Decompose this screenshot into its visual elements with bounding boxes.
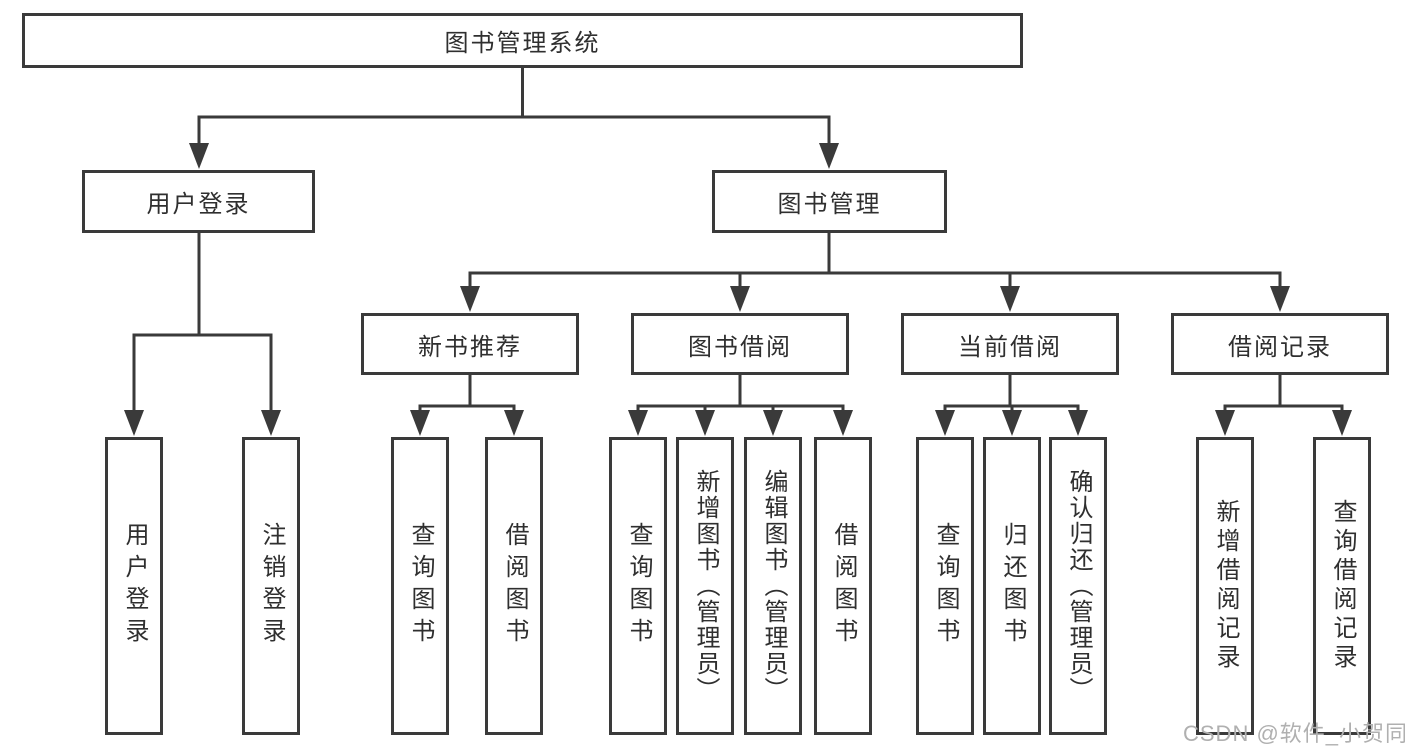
node-label: 图书管理系统: [444, 30, 601, 57]
leaf-label: 查询图书: [625, 522, 652, 650]
node-label: 新书推荐: [418, 333, 522, 361]
leaf-user-login: 用户登录: [105, 437, 163, 735]
leaf-add-borrow-record: 新增借阅记录: [1196, 437, 1254, 735]
node-library-management-system: 图书管理系统: [22, 13, 1023, 68]
leaf-label: 查询图书: [407, 522, 434, 650]
leaf-label: 查询借阅记录: [1329, 499, 1356, 673]
node-label: 当前借阅: [958, 333, 1062, 361]
leaf-borrow-books-2: 借阅图书: [814, 437, 872, 735]
leaf-return-books: 归还图书: [983, 437, 1041, 735]
leaf-logout: 注销登录: [242, 437, 300, 735]
leaf-label: 注销登录: [258, 522, 285, 650]
node-label: 图书借阅: [688, 333, 792, 361]
leaf-search-books-3: 查询图书: [916, 437, 974, 735]
leaf-edit-book-admin: 编辑图书（管理员）: [744, 437, 802, 735]
leaf-add-book-admin: 新增图书（管理员）: [676, 437, 734, 735]
leaf-search-borrow-record: 查询借阅记录: [1313, 437, 1371, 735]
leaf-label: 编辑图书（管理员）: [760, 469, 787, 703]
node-book-management: 图书管理: [712, 170, 947, 233]
leaf-label: 用户登录: [121, 522, 148, 650]
node-label: 借阅记录: [1228, 333, 1332, 361]
leaf-label: 新增借阅记录: [1212, 499, 1239, 673]
csdn-watermark: CSDN @软件_小贺同学: [1183, 721, 1405, 746]
node-book-borrowing: 图书借阅: [631, 313, 849, 375]
node-user-login: 用户登录: [82, 170, 315, 233]
node-borrowing-records: 借阅记录: [1171, 313, 1389, 375]
leaf-label: 借阅图书: [830, 522, 857, 650]
leaf-search-books-2: 查询图书: [609, 437, 667, 735]
leaf-label: 查询图书: [932, 522, 959, 650]
node-label: 图书管理: [777, 191, 882, 218]
leaf-label: 确认归还（管理员）: [1065, 469, 1092, 703]
leaf-confirm-return-admin: 确认归还（管理员）: [1049, 437, 1107, 735]
node-new-book-recommend: 新书推荐: [361, 313, 579, 375]
leaf-label: 借阅图书: [501, 522, 528, 650]
leaf-label: 新增图书（管理员）: [692, 469, 719, 703]
leaf-label: 归还图书: [999, 522, 1026, 650]
leaf-search-books-1: 查询图书: [391, 437, 449, 735]
node-current-borrowing: 当前借阅: [901, 313, 1119, 375]
node-label: 用户登录: [146, 191, 251, 218]
leaf-borrow-books-1: 借阅图书: [485, 437, 543, 735]
